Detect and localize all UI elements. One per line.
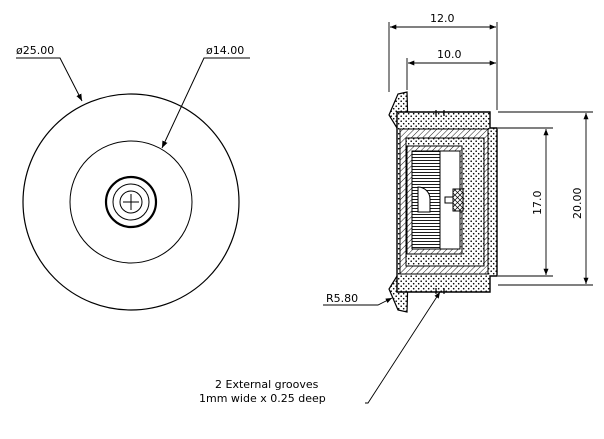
section-view	[388, 91, 498, 313]
dome	[417, 186, 431, 213]
outer-diameter-leader	[16, 57, 83, 102]
inner-diameter-label: ø14.00	[206, 44, 244, 57]
outer-circle	[22, 93, 240, 311]
note-leader	[365, 291, 441, 404]
hub-inner-circle	[112, 183, 150, 221]
center-mark-circle	[119, 190, 143, 214]
inner-width-label: 10.0	[437, 48, 462, 61]
note-line-2: 1mm wide x 0.25 deep	[199, 392, 326, 405]
section-dimensions	[323, 22, 593, 404]
plug-small	[444, 196, 454, 204]
outer-height-label: 20.00	[571, 188, 584, 220]
front-view	[16, 57, 250, 311]
radius-label: R5.80	[326, 292, 358, 305]
hub-outer-circle	[104, 175, 158, 229]
inner-circle	[69, 140, 193, 264]
plug	[452, 188, 464, 212]
radius-leader	[323, 297, 393, 306]
outer-diameter-label: ø25.00	[16, 44, 54, 57]
inner-height-label: 17.0	[531, 191, 544, 216]
overall-width-label: 12.0	[430, 12, 455, 25]
inner-diameter-leader	[161, 57, 250, 149]
note-line-1: 2 External grooves	[215, 378, 319, 391]
